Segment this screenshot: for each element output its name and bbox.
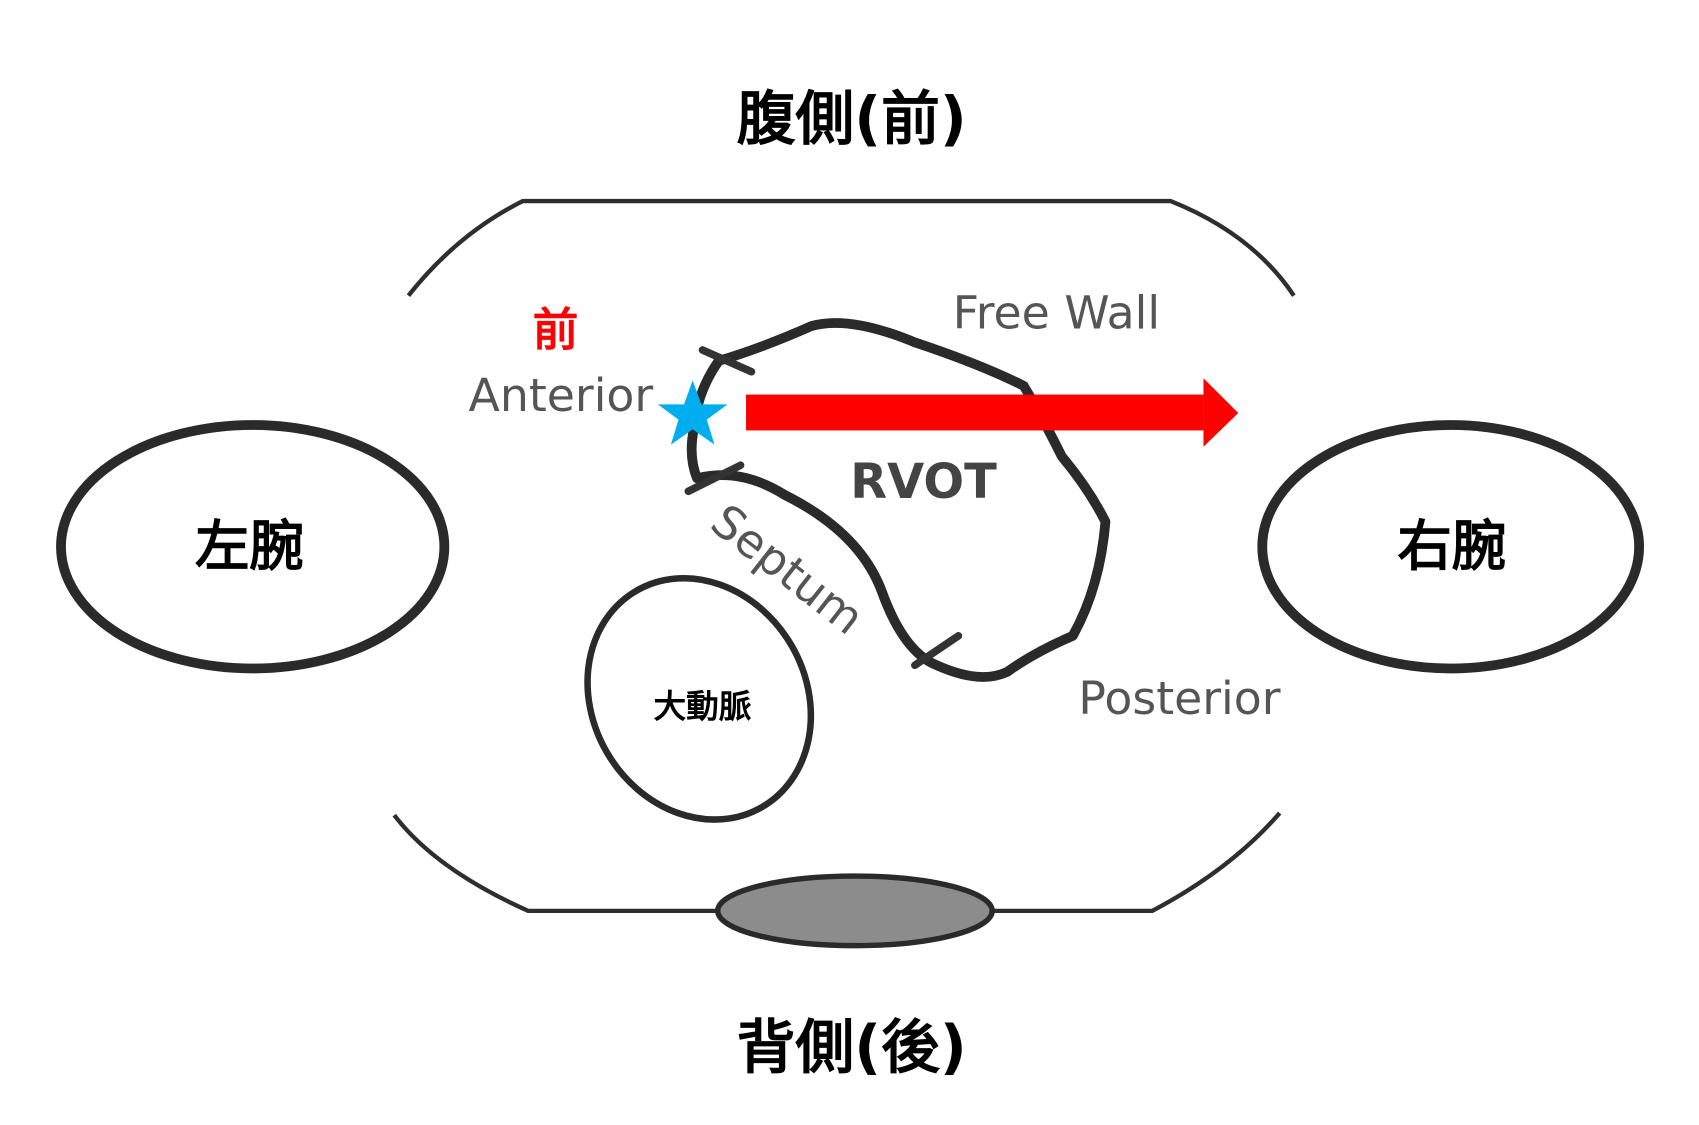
free-wall-label: Free Wall: [953, 286, 1160, 339]
left-arm-outline: [56, 420, 450, 674]
anterior-tick-upper: [698, 346, 756, 376]
aorta-label: 大動脈: [653, 687, 751, 725]
right-arm-outline: [1257, 420, 1645, 674]
rvot-contour: [686, 318, 1111, 682]
star-icon: [657, 380, 728, 445]
anterior-jp-label: 前: [533, 304, 579, 357]
left-arm-label: 左腕: [195, 515, 304, 578]
posterior-tick: [911, 632, 963, 670]
rvot-label: RVOT: [850, 455, 997, 510]
direction-arrow: [746, 378, 1239, 447]
anterior-label: Anterior: [469, 369, 654, 422]
dorsal-label: 背側(後): [737, 1012, 967, 1081]
anterior-tick-lower: [684, 461, 745, 496]
body-outline-top: [406, 198, 1296, 297]
body-outline-bottom: [392, 811, 1282, 914]
posterior-label: Posterior: [1078, 672, 1280, 725]
ventral-label: 腹側(前): [737, 84, 967, 153]
spine: [714, 873, 995, 949]
aorta-outline: [584, 575, 815, 823]
septum-label: Septum: [701, 494, 874, 645]
right-arm-label: 右腕: [1397, 515, 1506, 578]
